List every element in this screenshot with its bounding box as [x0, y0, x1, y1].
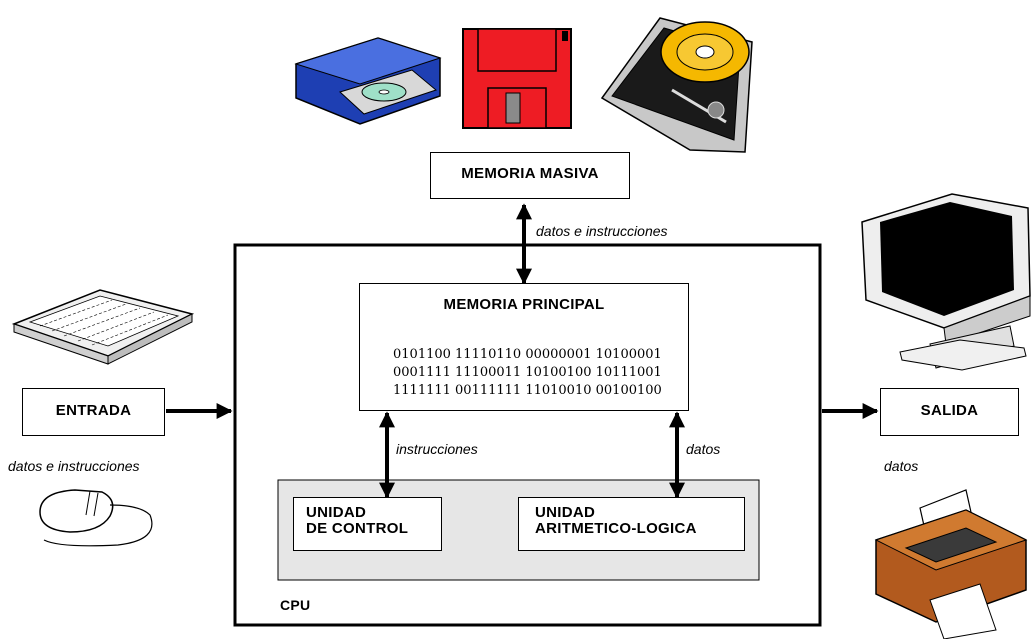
keyboard-icon — [11, 289, 195, 365]
main-memory-box — [359, 283, 689, 411]
input-caption: datos e instrucciones — [8, 458, 140, 474]
alu-line-1: UNIDAD — [535, 504, 596, 521]
control-unit-line-1: UNIDAD — [306, 504, 367, 521]
output-box — [880, 388, 1019, 436]
input-label: ENTRADA — [55, 402, 132, 419]
control-unit-line-2: DE CONTROL — [306, 520, 409, 537]
input-box — [22, 388, 165, 436]
alu-box — [518, 497, 745, 551]
binary-line-1: 0101100 11110110 00000001 10100001 — [393, 347, 662, 362]
cd-drive-icon — [294, 37, 442, 125]
monitor-icon — [861, 193, 1031, 371]
control-unit-box — [293, 497, 442, 551]
hard-disk-icon — [600, 17, 753, 153]
mouse-icon — [39, 489, 153, 547]
binary-line-3: 1111111 00111111 11010010 00100100 — [393, 383, 662, 398]
instructions-link-label: instrucciones — [396, 441, 478, 457]
output-label: SALIDA — [920, 402, 979, 419]
cpu-label: CPU — [280, 597, 311, 613]
mass-memory-link-label: datos e instrucciones — [536, 223, 668, 239]
main-memory-label: MEMORIA PRINCIPAL — [443, 296, 605, 313]
binary-line-2: 0001111 11100011 10100100 10111001 — [393, 365, 662, 380]
data-link-label: datos — [686, 441, 721, 457]
printer-icon — [874, 489, 1028, 639]
mass-memory-box — [430, 152, 630, 199]
floppy-disk-icon — [462, 28, 572, 129]
mass-memory-label: MEMORIA MASIVA — [461, 165, 599, 182]
alu-line-2: ARITMETICO-LOGICA — [535, 520, 697, 537]
output-caption: datos — [884, 458, 919, 474]
